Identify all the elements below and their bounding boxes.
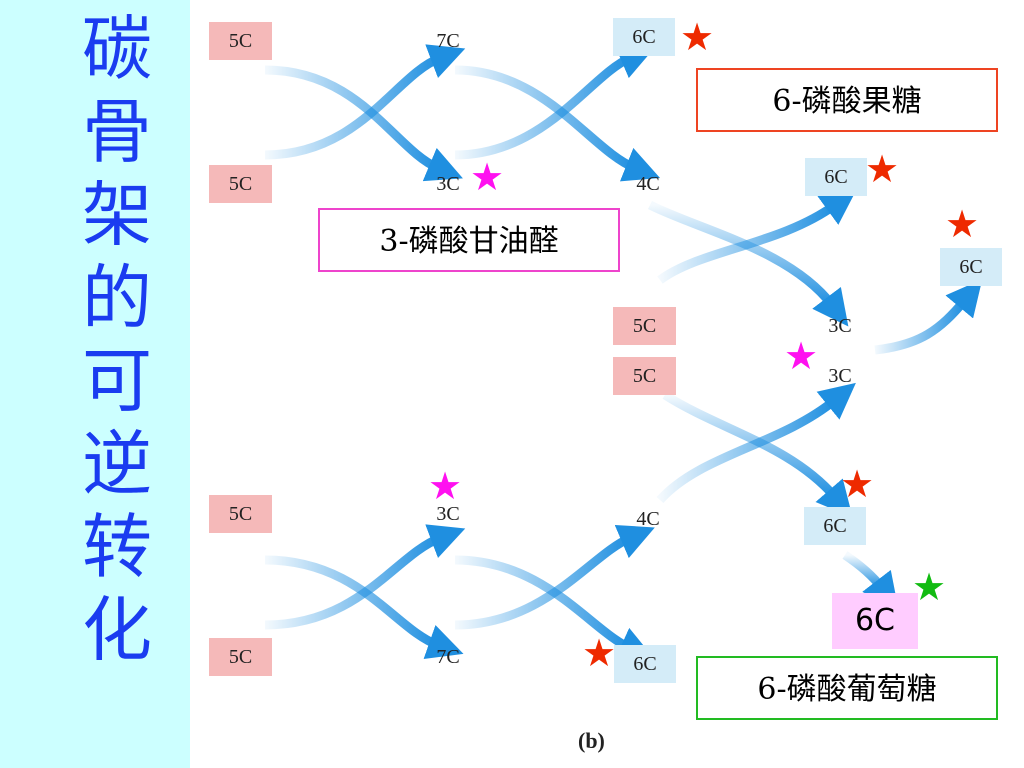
highlight-6c-box: 6C [832, 593, 918, 649]
node-6c: 6C [613, 18, 675, 56]
arrow [842, 551, 899, 610]
arrow [662, 391, 853, 518]
node-4c: 4C [636, 173, 660, 195]
node-5c: 5C [209, 165, 272, 203]
magenta-star-icon: ★ [784, 334, 819, 378]
node-3c: 3C [828, 315, 852, 337]
node-7c: 7C [436, 646, 460, 668]
red-star-icon: ★ [680, 15, 715, 59]
magenta-star-icon: ★ [470, 155, 505, 199]
node-4c: 4C [636, 508, 660, 530]
arrow [656, 382, 856, 504]
node-3c: 3C [436, 173, 460, 195]
node-6c: 6C [614, 645, 676, 683]
red-star-icon: ★ [865, 147, 900, 191]
node-5c: 5C [613, 307, 676, 345]
arrow [657, 189, 857, 284]
node-3c: 3C [828, 365, 852, 387]
arrow [264, 44, 466, 160]
red-star-icon: ★ [582, 631, 617, 675]
node-7c: 7C [436, 30, 460, 52]
title-char: 碳 [82, 8, 152, 90]
red-star-icon: ★ [945, 202, 980, 246]
sidebar: 碳 骨 架 的 可 逆 转 化 [0, 0, 190, 768]
title-char: 化 [82, 589, 152, 671]
node-3c: 3C [436, 503, 460, 525]
node-5c: 5C [209, 22, 272, 60]
title-char: 骨 [82, 91, 152, 173]
title-char: 的 [82, 257, 152, 339]
red-star-icon: ★ [840, 462, 875, 506]
arrow [264, 524, 466, 630]
title-char: 逆 [82, 423, 152, 505]
label-glyceraldehyde-3-phosphate: 3-磷酸甘油醛 [318, 208, 620, 272]
arrow [454, 44, 655, 160]
green-star-icon: ★ [912, 565, 947, 609]
arrow [874, 279, 983, 355]
label-fructose-6-phosphate: 6-磷酸果糖 [696, 68, 998, 132]
node-6c: 6C [940, 248, 1002, 286]
title-char: 可 [82, 340, 152, 422]
arrow [454, 524, 655, 630]
magenta-star-icon: ★ [428, 464, 463, 508]
figure-caption: (b) [578, 728, 605, 753]
arrow [264, 555, 464, 660]
arrow [454, 555, 655, 661]
title-char: 架 [82, 174, 152, 256]
node-6c: 6C [805, 158, 867, 196]
node-5c: 5C [209, 638, 272, 676]
node-6c: 6C [804, 507, 866, 545]
node-5c: 5C [209, 495, 272, 533]
title-char: 转 [82, 506, 152, 588]
vertical-title: 碳 骨 架 的 可 逆 转 化 [82, 8, 162, 672]
label-glucose-6-phosphate: 6-磷酸葡萄糖 [696, 656, 998, 720]
node-5c: 5C [613, 357, 676, 395]
